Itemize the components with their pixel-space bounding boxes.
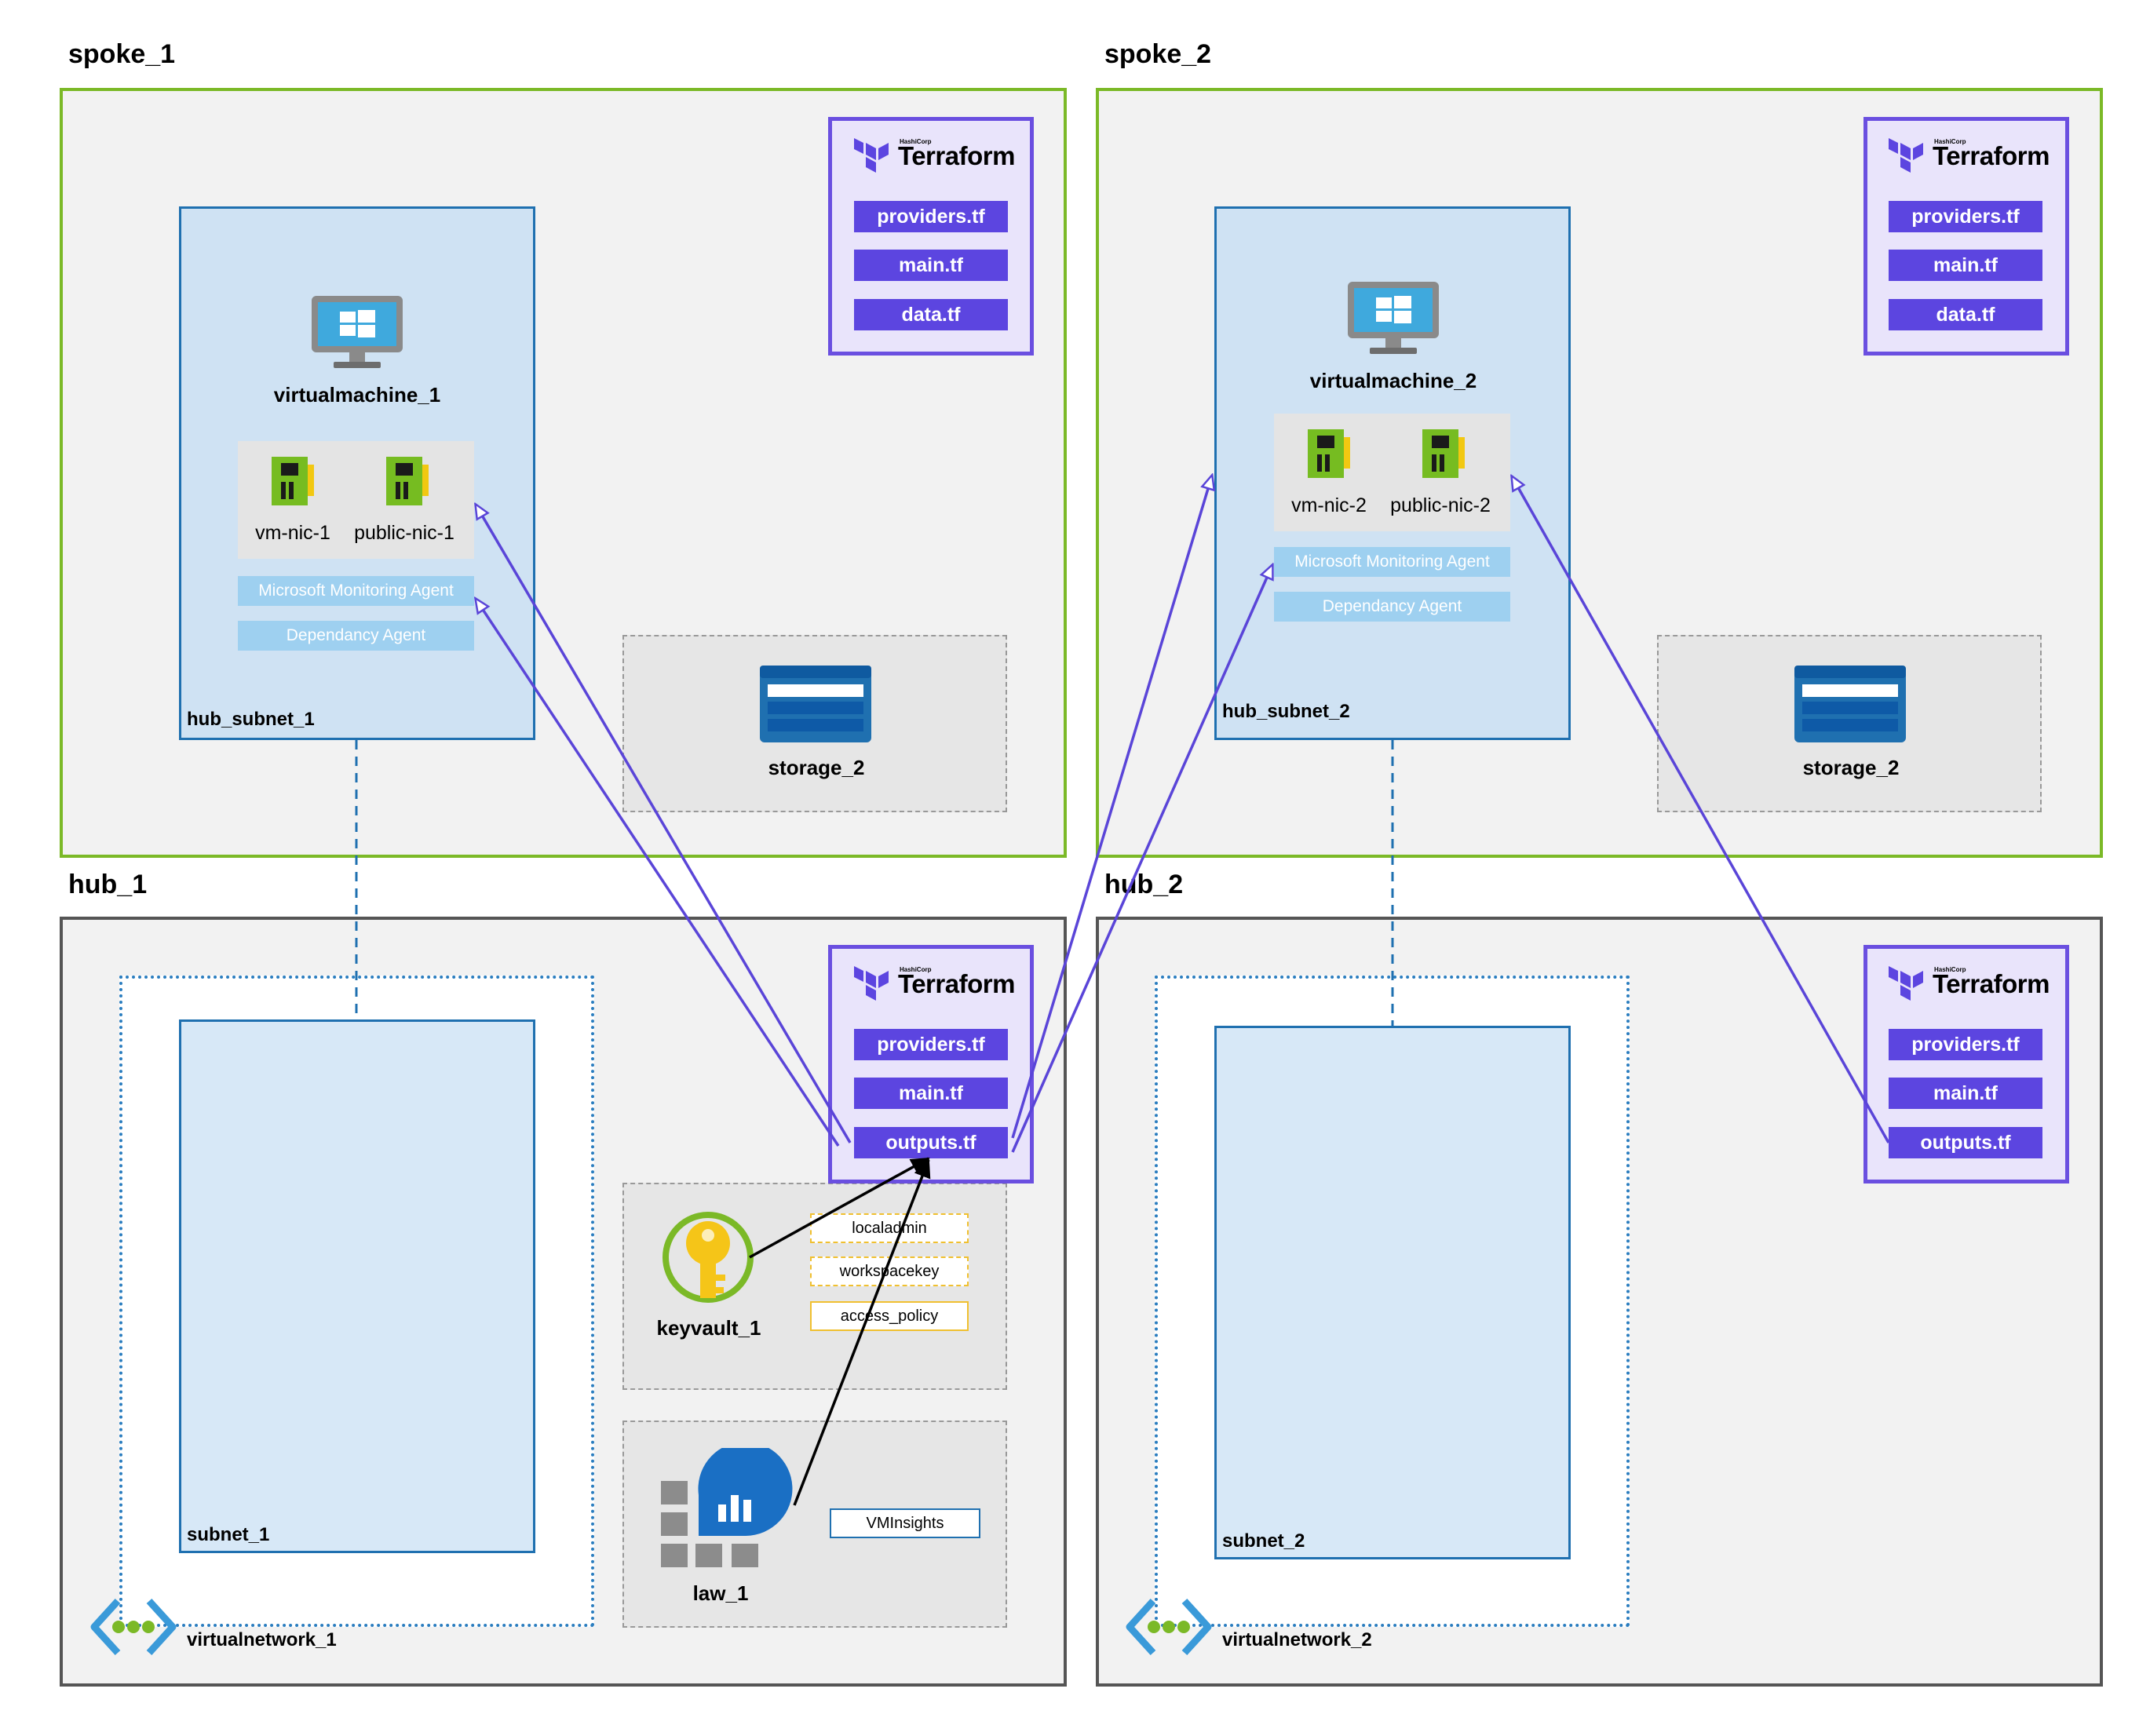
vm-1-label: virtualmachine_1 bbox=[273, 383, 441, 407]
vm-nic-2-icon[interactable] bbox=[1306, 428, 1353, 481]
dependency-agent-1[interactable]: Dependancy Agent bbox=[238, 621, 474, 651]
connector-to-monitoring-agent-2 bbox=[1011, 565, 1272, 1153]
access-policy[interactable]: access_policy bbox=[810, 1301, 969, 1331]
tf-file-main[interactable]: main.tf bbox=[854, 1078, 1008, 1109]
terraform-logo-icon bbox=[1889, 966, 1923, 1001]
subnet-1[interactable] bbox=[179, 1019, 535, 1553]
terraform-brand: Terraform bbox=[1933, 969, 2050, 998]
terraform-vendor: HashiCorp bbox=[900, 138, 932, 145]
terraform-brand: Terraform bbox=[898, 969, 1015, 998]
vm-2-label: virtualmachine_2 bbox=[1309, 369, 1477, 392]
vnet-2-label: virtualnetwork_2 bbox=[1222, 1629, 1372, 1650]
public-nic-1-label: public-nic-1 bbox=[354, 522, 454, 544]
vnet-1-label: virtualnetwork_1 bbox=[187, 1629, 337, 1650]
law-output-arrow bbox=[793, 1158, 931, 1506]
terraform-vendor: HashiCorp bbox=[1934, 966, 1966, 973]
tf-file-outputs[interactable]: outputs.tf bbox=[1889, 1127, 2042, 1158]
storage-2-icon[interactable] bbox=[1794, 666, 1906, 742]
log-analytics-icon[interactable] bbox=[659, 1442, 797, 1570]
hub-subnet-2-label: hub_subnet_2 bbox=[1222, 701, 1350, 722]
tf-file-providers[interactable]: providers.tf bbox=[854, 201, 1008, 232]
terraform-brand: Terraform bbox=[898, 141, 1015, 170]
vm-nic-1-icon[interactable] bbox=[270, 455, 317, 509]
terraform-vendor: HashiCorp bbox=[900, 966, 932, 973]
tf-file-providers[interactable]: providers.tf bbox=[854, 1029, 1008, 1060]
monitoring-agent-2[interactable]: Microsoft Monitoring Agent bbox=[1274, 547, 1510, 577]
storage-1-label: storage_2 bbox=[768, 756, 865, 779]
tf-file-data[interactable]: data.tf bbox=[854, 299, 1008, 330]
hub-1-title: hub_1 bbox=[68, 870, 148, 899]
monitoring-agent-1[interactable]: Microsoft Monitoring Agent bbox=[238, 576, 474, 606]
subnet-2[interactable] bbox=[1214, 1026, 1571, 1559]
tf-file-main[interactable]: main.tf bbox=[1889, 250, 2042, 281]
tf-file-data[interactable]: data.tf bbox=[1889, 299, 2042, 330]
terraform-logo-icon bbox=[1889, 138, 1923, 173]
public-nic-2-icon[interactable] bbox=[1421, 428, 1468, 481]
terraform-brand: Terraform bbox=[1933, 141, 2050, 170]
connector-to-subnet-2 bbox=[1011, 476, 1212, 1139]
secret-localadmin[interactable]: localadmin bbox=[810, 1213, 969, 1243]
keyvault-label: keyvault_1 bbox=[656, 1316, 761, 1340]
hub-subnet-1-label: hub_subnet_1 bbox=[187, 709, 315, 730]
public-nic-1-icon[interactable] bbox=[385, 455, 432, 509]
law-label: law_1 bbox=[692, 1581, 749, 1605]
connector-to-public-nic-1 bbox=[476, 505, 852, 1143]
vm-1-monitor-icon[interactable] bbox=[310, 294, 404, 373]
vminsights-solution[interactable]: VMInsights bbox=[830, 1508, 980, 1538]
tf-file-main[interactable]: main.tf bbox=[854, 250, 1008, 281]
vm-2-monitor-icon[interactable] bbox=[1346, 280, 1440, 359]
tf-file-outputs[interactable]: outputs.tf bbox=[854, 1127, 1008, 1158]
vnet-2-icon[interactable] bbox=[1125, 1595, 1213, 1659]
connector-to-public-nic-2 bbox=[1512, 476, 1890, 1143]
vm-nic-1-label: vm-nic-1 bbox=[255, 522, 330, 544]
storage-1-icon[interactable] bbox=[760, 666, 871, 742]
dependency-agent-2[interactable]: Dependancy Agent bbox=[1274, 592, 1510, 622]
tf-file-providers[interactable]: providers.tf bbox=[1889, 1029, 2042, 1060]
terraform-vendor: HashiCorp bbox=[1934, 138, 1966, 145]
spoke-2-title: spoke_2 bbox=[1104, 39, 1212, 69]
vnet-1-icon[interactable] bbox=[89, 1595, 177, 1659]
key-icon[interactable] bbox=[659, 1209, 757, 1306]
terraform-logo-icon bbox=[854, 138, 889, 173]
tf-file-main[interactable]: main.tf bbox=[1889, 1078, 2042, 1109]
keyvault-output-arrow bbox=[749, 1157, 930, 1259]
terraform-logo-icon bbox=[854, 966, 889, 1001]
spoke-1-title: spoke_1 bbox=[68, 39, 176, 69]
storage-2-label: storage_2 bbox=[1802, 756, 1900, 779]
vm-nic-2-label: vm-nic-2 bbox=[1291, 494, 1367, 516]
public-nic-2-label: public-nic-2 bbox=[1390, 494, 1491, 516]
hub-2-title: hub_2 bbox=[1104, 870, 1184, 899]
tf-file-providers[interactable]: providers.tf bbox=[1889, 201, 2042, 232]
subnet-2-label: subnet_2 bbox=[1222, 1530, 1305, 1552]
connector-to-monitoring-agent-1 bbox=[476, 599, 840, 1147]
subnet-1-label: subnet_1 bbox=[187, 1524, 270, 1545]
